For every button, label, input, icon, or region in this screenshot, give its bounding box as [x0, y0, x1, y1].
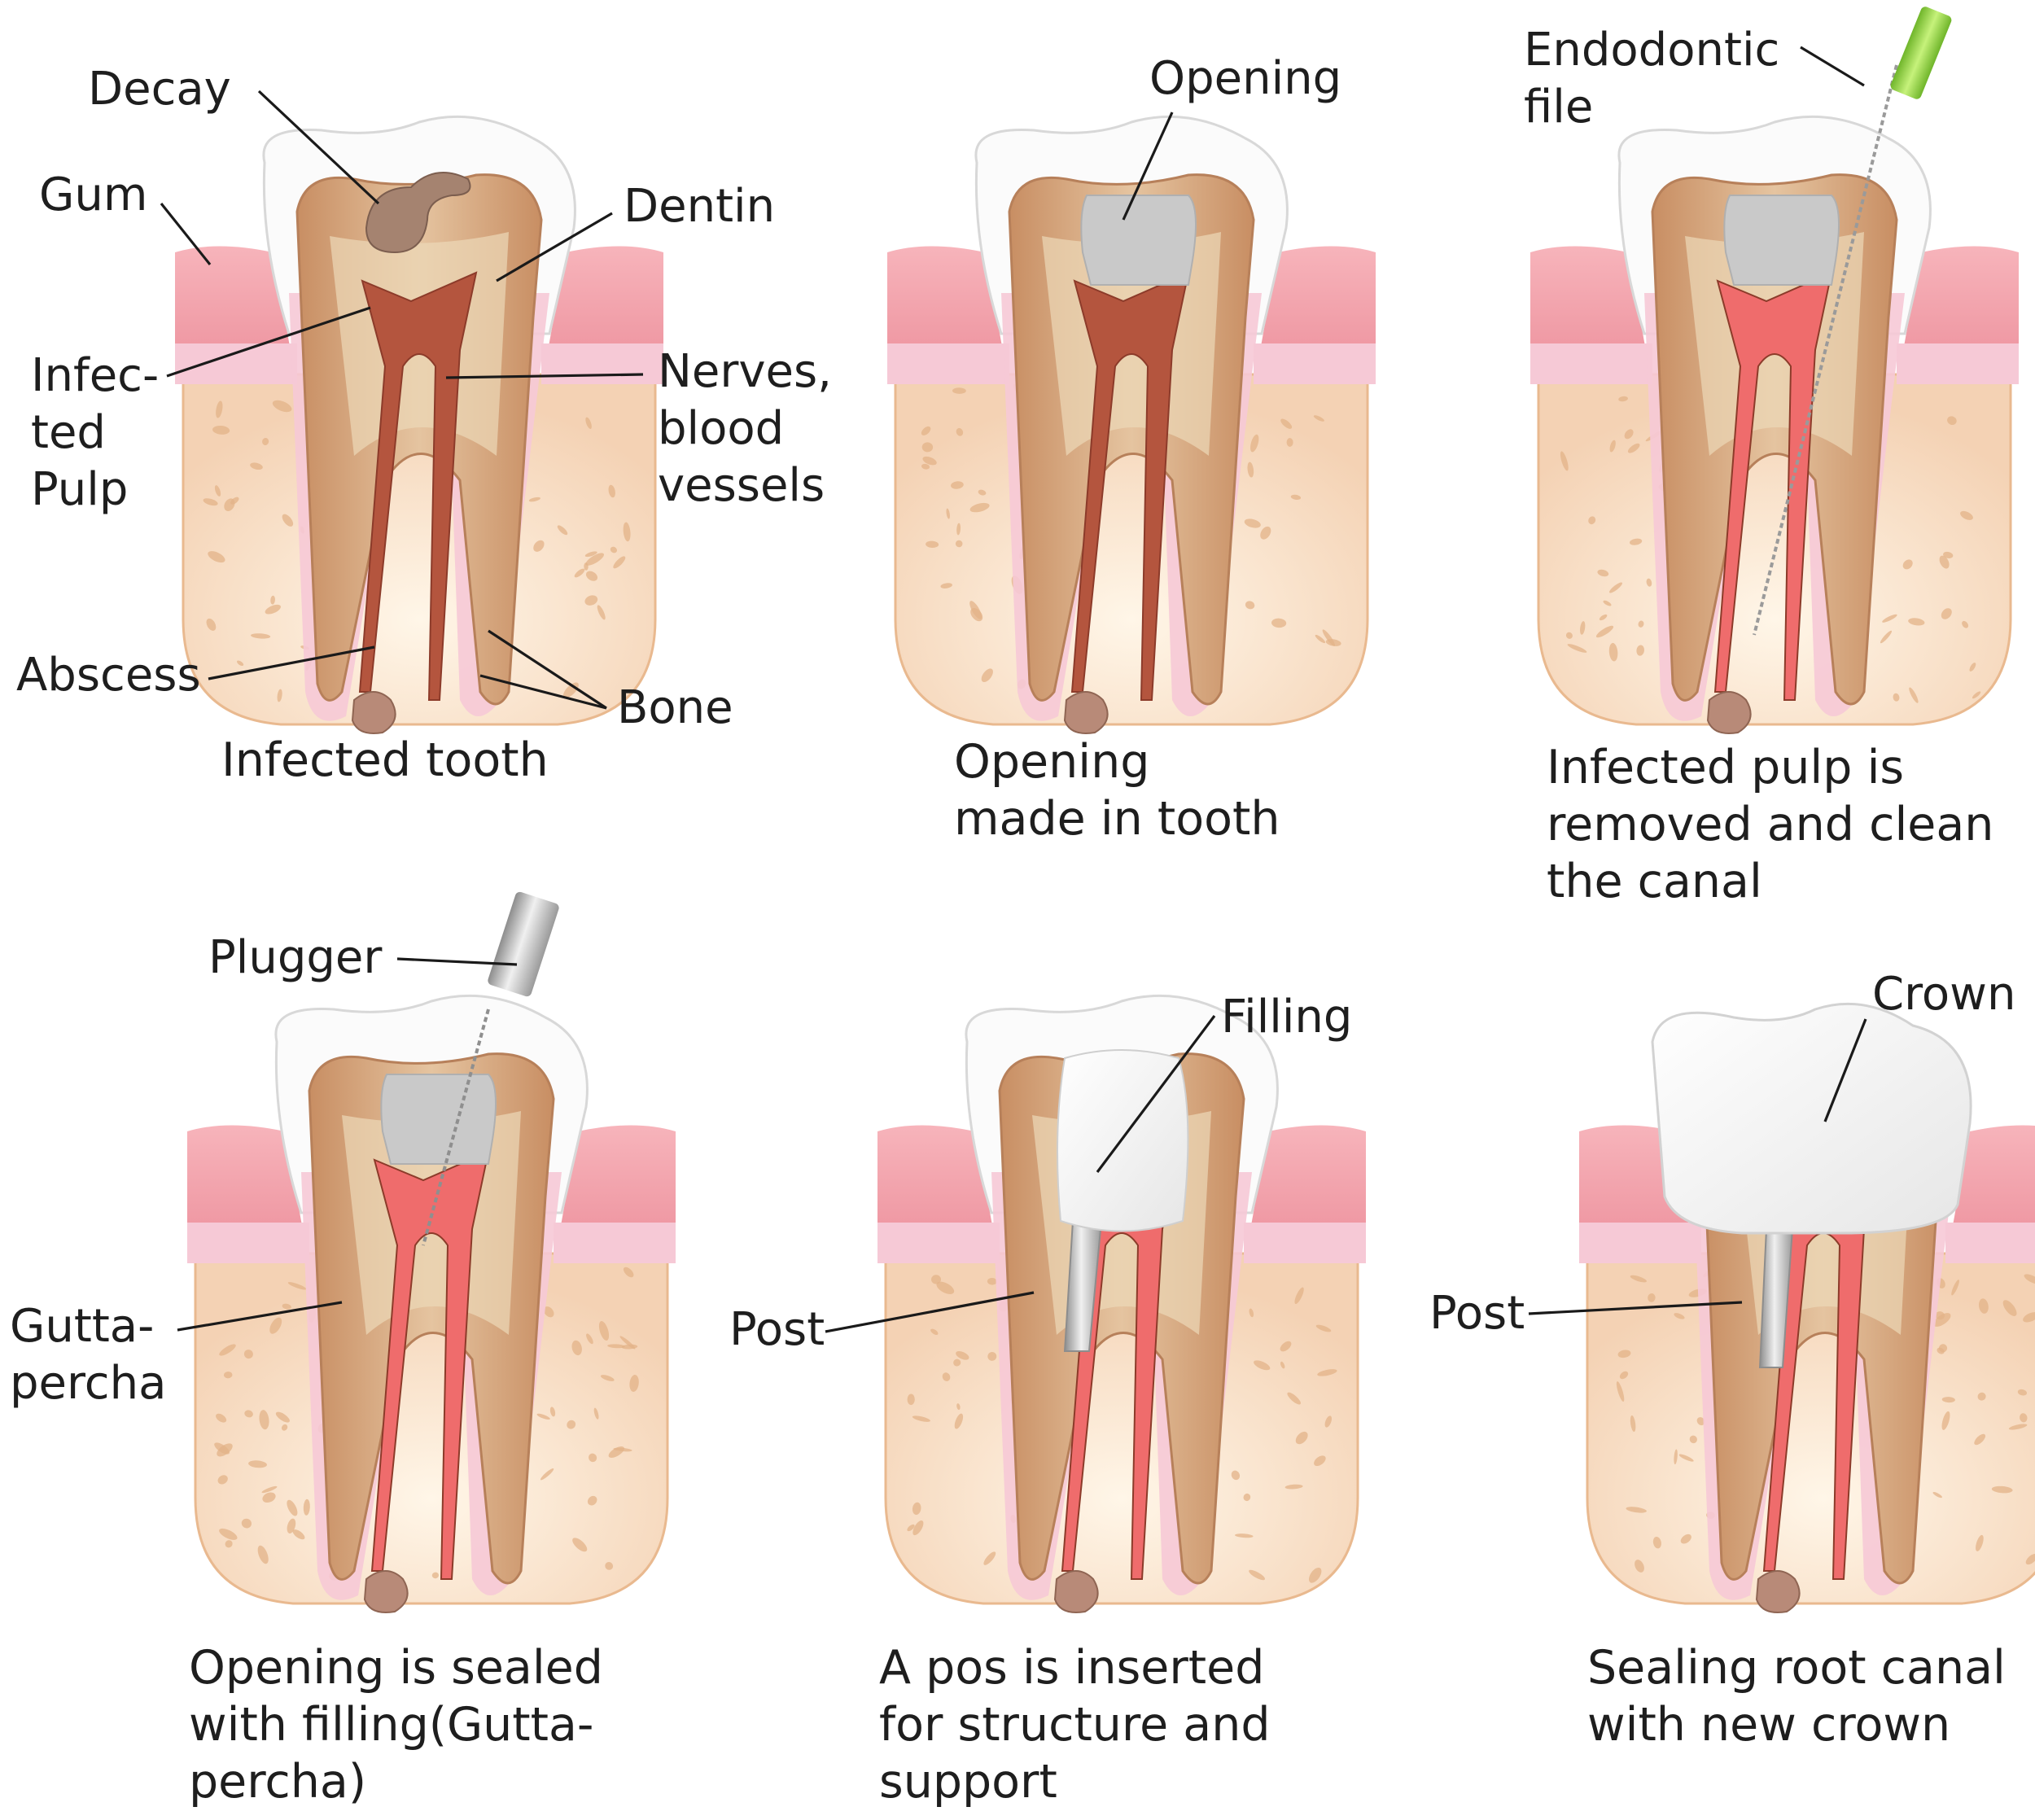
panel-3-labels: Endodontic file — [1524, 24, 1865, 133]
leader-file — [1800, 46, 1865, 87]
abscess — [351, 691, 396, 734]
periodontal-right — [1244, 1223, 1366, 1263]
leader-nerves — [445, 373, 644, 379]
leader-post-5 — [825, 1291, 1035, 1333]
abscess — [1053, 1570, 1099, 1613]
leader-opening — [1122, 112, 1174, 221]
label-bone: Bone — [617, 681, 733, 734]
leader-infected-pulp — [166, 306, 371, 378]
label-abscess: Abscess — [16, 649, 201, 702]
caption-panel-2-line-1: Opening — [954, 735, 1149, 789]
panel-6-labels: Crown Post — [1429, 968, 2015, 1340]
caption-panel-2-line-2: made in tooth — [954, 792, 1280, 846]
tooth-panel-1 — [175, 115, 663, 734]
label-post-5: Post — [729, 1303, 825, 1356]
tooth-panel-4 — [187, 891, 676, 1613]
leader-gum — [160, 203, 212, 265]
label-file-2: file — [1524, 81, 1593, 133]
label-crown: Crown — [1872, 968, 2015, 1021]
periodontal-left — [1579, 1223, 1701, 1263]
periodontal-left — [175, 343, 297, 384]
opening — [1080, 195, 1197, 286]
tooth-panel-5 — [877, 994, 1366, 1613]
panel-1-labels: Decay Gum Dentin Infec- ted Pulp Nerves,… — [16, 63, 832, 734]
decay — [365, 172, 471, 254]
caption-panel-1-line-1: Infected tooth — [221, 733, 549, 787]
caption-panel-6-line-1: Sealing root canal — [1587, 1641, 2006, 1695]
label-infected-pulp-1: Infec- — [31, 349, 159, 402]
captions: Infected tooth Opening made in tooth Inf… — [189, 733, 2006, 1809]
gutta-percha — [370, 1150, 490, 1580]
tooth-panel-6 — [1579, 1002, 2035, 1613]
caption-panel-5-line-1: A pos is inserted — [879, 1641, 1264, 1695]
label-nerves-3: vessels — [658, 459, 825, 512]
periodontal-left — [1530, 343, 1652, 384]
label-gum: Gum — [39, 168, 147, 221]
label-post-6: Post — [1429, 1287, 1525, 1340]
periodontal-left — [887, 343, 1009, 384]
label-opening: Opening — [1149, 52, 1341, 105]
caption-panel-4-line-3: percha) — [189, 1755, 366, 1809]
periodontal-right — [1945, 1223, 2035, 1263]
abscess — [1063, 691, 1109, 734]
label-gutta-1: Gutta- — [10, 1300, 154, 1353]
label-plugger: Plugger — [208, 931, 383, 984]
opening — [380, 1074, 497, 1165]
label-infected-pulp-3: Pulp — [31, 463, 128, 516]
caption-panel-4-line-1: Opening is sealed — [189, 1641, 603, 1695]
label-nerves-1: Nerves, — [658, 345, 832, 398]
file-shaft — [1753, 64, 1898, 636]
leader-crown — [1823, 1018, 1867, 1122]
leader-gutta — [177, 1301, 343, 1332]
tooth-panel-3 — [1530, 7, 2019, 734]
leader-bone-1 — [488, 629, 607, 710]
label-nerves-2: blood — [658, 402, 784, 455]
abscess — [363, 1570, 409, 1613]
panel-2-labels: Opening — [1122, 52, 1341, 221]
periodontal-right — [554, 1223, 676, 1263]
leader-dentin — [496, 212, 613, 282]
periodontal-left — [877, 1223, 1000, 1263]
leader-abscess — [208, 645, 375, 680]
caption-panel-3-line-1: Infected pulp is — [1547, 741, 1904, 794]
caption-panel-4-line-2: with filling(Gutta- — [189, 1698, 594, 1752]
label-infected-pulp-2: ted — [31, 406, 106, 459]
periodontal-left — [187, 1223, 309, 1263]
leader-bone-2 — [479, 674, 607, 710]
file-handle — [1890, 7, 1952, 99]
periodontal-right — [541, 343, 663, 384]
crown — [1651, 1002, 1972, 1235]
label-decay: Decay — [88, 63, 231, 116]
tooth-panel-2 — [887, 115, 1376, 734]
panel-5-labels: Filling Post — [729, 991, 1352, 1356]
plugger-shaft — [422, 1008, 490, 1246]
leader-post-6 — [1528, 1301, 1743, 1315]
panel-4-labels: Plugger Gutta- percha — [10, 931, 518, 1410]
leader-plugger — [396, 957, 518, 966]
periodontal-right — [1254, 343, 1376, 384]
abscess — [1706, 691, 1752, 734]
periodontal-right — [1897, 343, 2019, 384]
caption-panel-5-line-2: for structure and — [879, 1698, 1271, 1752]
label-gutta-2: percha — [10, 1357, 166, 1410]
label-dentin: Dentin — [624, 180, 775, 233]
pulp-infected — [1070, 271, 1190, 701]
abscess — [1755, 1570, 1801, 1613]
caption-panel-5-line-3: support — [879, 1755, 1057, 1809]
caption-panel-6-line-2: with new crown — [1587, 1698, 1950, 1752]
caption-panel-3-line-2: removed and clean — [1547, 798, 1993, 851]
bone-texture — [907, 1275, 1337, 1583]
leader-filling — [1096, 1015, 1216, 1173]
caption-panel-3-line-3: the canal — [1547, 855, 1762, 908]
opening — [1723, 195, 1840, 286]
label-filling: Filling — [1221, 991, 1352, 1043]
leader-decay — [257, 90, 380, 205]
pulp-infected — [358, 271, 478, 701]
canal-cleaned — [1713, 271, 1833, 701]
plugger-handle — [488, 891, 559, 997]
label-file-1: Endodontic — [1524, 24, 1779, 77]
